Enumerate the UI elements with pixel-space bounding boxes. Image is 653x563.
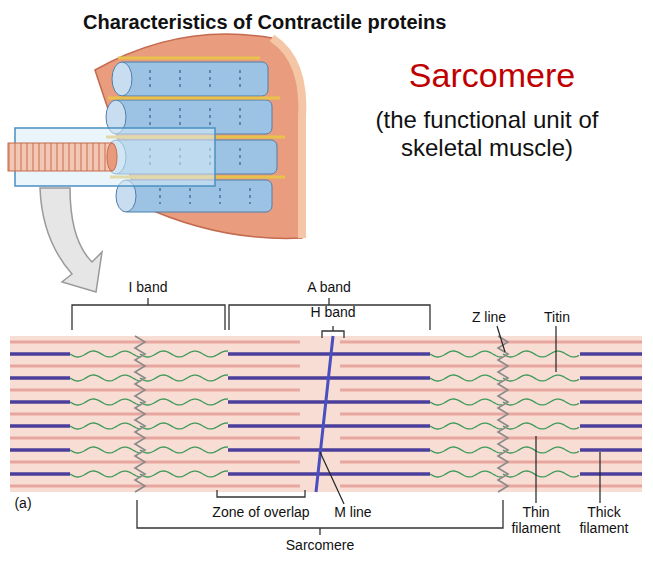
titin-strand bbox=[430, 447, 502, 453]
titin-strand bbox=[70, 471, 140, 477]
thick-filament bbox=[580, 448, 642, 452]
thick-filament bbox=[10, 352, 70, 356]
part-label: Thin filament bbox=[504, 504, 568, 536]
panel-letter: (a) bbox=[3, 495, 43, 511]
drawing-stroke bbox=[535, 436, 536, 503]
thin-filament bbox=[340, 365, 642, 368]
subheading: (the functional unit of skeletal muscle) bbox=[347, 106, 627, 161]
thick-filament bbox=[10, 472, 70, 476]
sarcomere-diagram bbox=[10, 336, 642, 492]
titin-strand bbox=[70, 447, 140, 453]
thin-filament bbox=[10, 413, 300, 416]
z-line bbox=[135, 336, 145, 492]
thin-filament bbox=[10, 437, 300, 440]
drawing-stroke bbox=[229, 298, 430, 330]
titin-strand bbox=[140, 471, 228, 477]
thick-filament bbox=[10, 400, 70, 404]
titin-strand bbox=[430, 399, 502, 405]
thin-filament bbox=[10, 365, 300, 368]
z-line bbox=[498, 336, 508, 492]
titin-strand bbox=[140, 423, 228, 429]
titin-strand bbox=[430, 375, 502, 381]
titin-strand bbox=[140, 375, 228, 381]
brackets bbox=[72, 298, 503, 535]
titin-strand bbox=[140, 351, 228, 357]
titin-strand bbox=[503, 447, 579, 453]
titin-strand bbox=[503, 423, 579, 429]
drawing-stroke bbox=[107, 143, 117, 171]
part-label: Z line bbox=[459, 309, 519, 325]
myofibril-band bbox=[10, 336, 642, 492]
thin-filament bbox=[340, 413, 642, 416]
thin-filament bbox=[10, 485, 300, 488]
thick-filament bbox=[228, 424, 430, 428]
thin-filament bbox=[340, 437, 642, 440]
thin-filament bbox=[340, 341, 642, 344]
muscle-fiber bbox=[8, 34, 302, 292]
thin-filament bbox=[10, 341, 300, 344]
thin-filament bbox=[340, 485, 642, 488]
part-label: Zone of overlap bbox=[196, 504, 326, 520]
drawing-stroke bbox=[320, 452, 344, 504]
drawing-stroke bbox=[217, 490, 305, 497]
titin-strand bbox=[503, 471, 579, 477]
myofibril-rod bbox=[8, 143, 112, 171]
thin-filament bbox=[10, 461, 300, 464]
thick-filament bbox=[10, 448, 70, 452]
thick-filament bbox=[228, 400, 430, 404]
part-label: M line bbox=[323, 504, 383, 520]
drawing-stroke bbox=[555, 326, 556, 372]
thick-filament bbox=[10, 424, 70, 428]
thick-filament bbox=[580, 400, 642, 404]
part-label: Titin bbox=[532, 309, 582, 325]
titin-strand bbox=[70, 375, 140, 381]
titin-strand bbox=[140, 447, 228, 453]
titin-strand bbox=[430, 471, 502, 477]
drawing-stroke bbox=[599, 452, 600, 503]
thick-filament bbox=[580, 472, 642, 476]
drawing-stroke bbox=[137, 500, 503, 535]
titin-strand bbox=[430, 423, 502, 429]
drawing-stroke bbox=[322, 326, 344, 338]
title: Characteristics of Contractile proteins bbox=[83, 11, 446, 34]
thick-filament bbox=[580, 424, 642, 428]
thick-filament bbox=[580, 352, 642, 356]
titin-strand bbox=[70, 399, 140, 405]
titin-strand bbox=[503, 351, 579, 357]
titin-strand bbox=[503, 399, 579, 405]
titin-strand bbox=[70, 423, 140, 429]
titin-strand bbox=[503, 375, 579, 381]
titin-strand bbox=[140, 399, 228, 405]
band-label: H band bbox=[298, 304, 368, 320]
drawing-stroke bbox=[72, 298, 225, 330]
thin-filament bbox=[340, 389, 642, 392]
titin-strand bbox=[430, 351, 502, 357]
thin-filament bbox=[10, 389, 300, 392]
heading: Sarcomere bbox=[372, 56, 612, 95]
part-label: Thick filament bbox=[572, 504, 636, 536]
thin-filament bbox=[340, 461, 642, 464]
thick-filament bbox=[10, 376, 70, 380]
band-label: I band bbox=[108, 279, 188, 295]
leader-lines bbox=[320, 326, 600, 504]
drawing-stroke bbox=[112, 62, 132, 96]
thick-filament bbox=[580, 376, 642, 380]
zoom-arrow bbox=[40, 188, 102, 292]
drawing-stroke bbox=[118, 62, 268, 96]
titin-strand bbox=[70, 351, 140, 357]
thick-filament bbox=[228, 448, 430, 452]
m-line bbox=[316, 336, 333, 492]
band-label: A band bbox=[289, 279, 369, 295]
thick-filament bbox=[228, 352, 430, 356]
drawing-stroke bbox=[497, 326, 505, 352]
part-label: Sarcomere bbox=[270, 537, 370, 553]
